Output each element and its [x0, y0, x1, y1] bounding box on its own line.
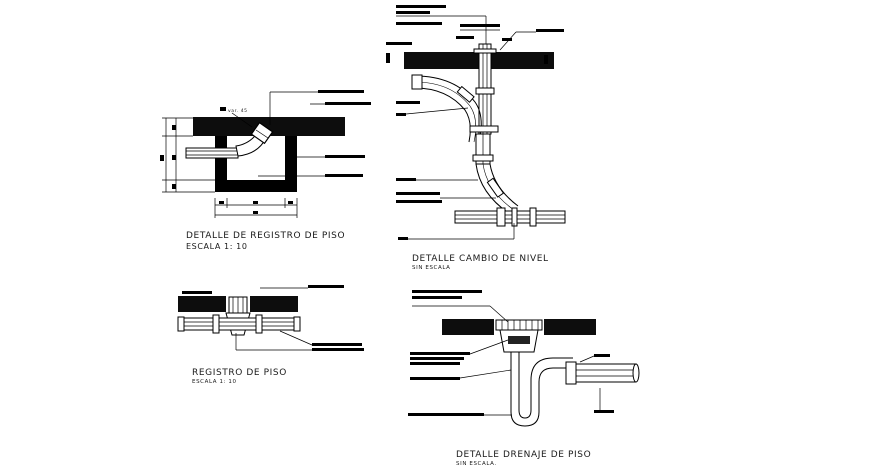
- angle-note: var. 45: [228, 108, 248, 114]
- detail-scale: ESCALA 1: 10: [192, 379, 237, 385]
- detail-scale: SIN ESCALA: [412, 265, 451, 271]
- drain-pipe: [179, 317, 301, 331]
- label-bar: [325, 102, 371, 105]
- registro-box-detail: var. 45 DETALLE DE REGISTR: [160, 90, 371, 251]
- label-bar: [325, 174, 363, 177]
- label-bar: [318, 90, 364, 93]
- detail-title: DETALLE DRENAJE DE PISO: [456, 450, 591, 460]
- inlet-pipe: [185, 147, 239, 159]
- detail-scale: ESCALA 1: 10: [186, 242, 248, 251]
- detail-scale: SIN ESCALA.: [456, 461, 497, 467]
- detail-title: DETALLE CAMBIO DE NIVEL: [412, 254, 549, 264]
- outlet-pipe: [569, 363, 637, 383]
- floor-slab: [193, 117, 345, 136]
- label-bar: [325, 155, 365, 158]
- marker: [220, 107, 226, 111]
- detail-title: DETALLE DE REGISTRO DE PISO: [186, 231, 345, 241]
- detail-title: REGISTRO DE PISO: [192, 368, 287, 378]
- cambio-nivel-detail: DETALLE CAMBIO DE NIVEL SIN ESCALA: [386, 5, 566, 271]
- p-trap: [510, 352, 573, 427]
- horizontal-pipe: [454, 210, 566, 224]
- cleanout-cap: [250, 121, 274, 145]
- registro-piso-detail: REGISTRO DE PISO ESCALA 1: 10: [177, 285, 364, 385]
- drenaje-piso-detail: DETALLE DRENAJE DE PISO SIN ESCALA.: [408, 290, 640, 467]
- register-box: [215, 136, 297, 192]
